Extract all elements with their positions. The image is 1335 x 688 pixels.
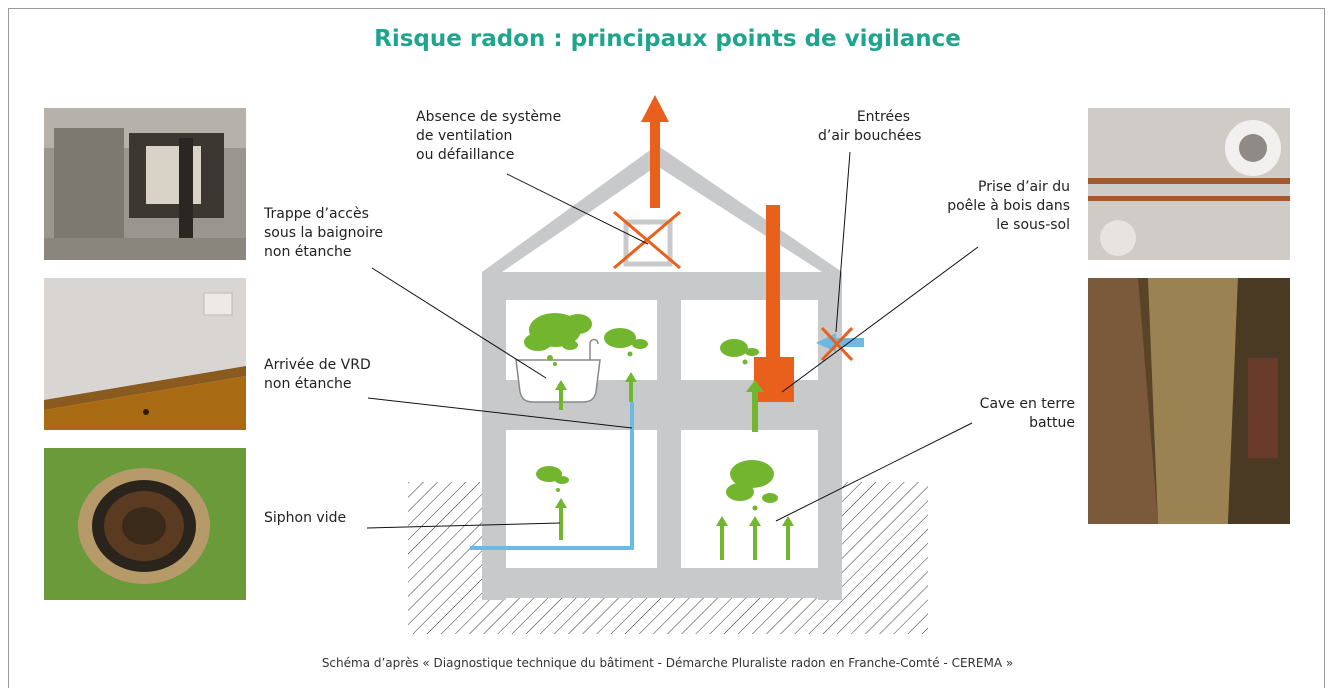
label-air-inlets: Entrées d’air bouchées [818,109,922,144]
label-stove-intake: Prise d’air du poêle à bois dans le sous… [947,179,1070,233]
earth-cellar-photo [1088,278,1290,524]
stove [754,357,794,402]
label-siphon: Siphon vide [264,510,347,526]
ventilation-arrow [641,95,669,122]
stove-chimney [766,205,780,360]
bath-hatch-photo [44,108,246,260]
label-bath-hatch: Trappe d’accès sous la baignoire non éta… [264,206,384,260]
stove-pipe-photo [1088,108,1290,260]
attic-vent [623,219,673,267]
wall-floor-joint-photo [44,278,246,430]
figure-frame [8,8,1325,688]
page-title: Risque radon : principaux points de vigi… [374,26,961,52]
label-ventilation: Absence de système de ventilation ou déf… [416,109,562,163]
vrd-pipe [470,402,634,550]
roof [482,145,842,272]
label-cellar: Cave en terre battue [979,396,1075,431]
label-vrd: Arrivée de VRD non étanche [264,357,371,392]
bathtub [515,359,601,403]
source-caption: Schéma d’après « Diagnostique technique … [321,656,1014,670]
floor-drain-photo [44,448,246,600]
